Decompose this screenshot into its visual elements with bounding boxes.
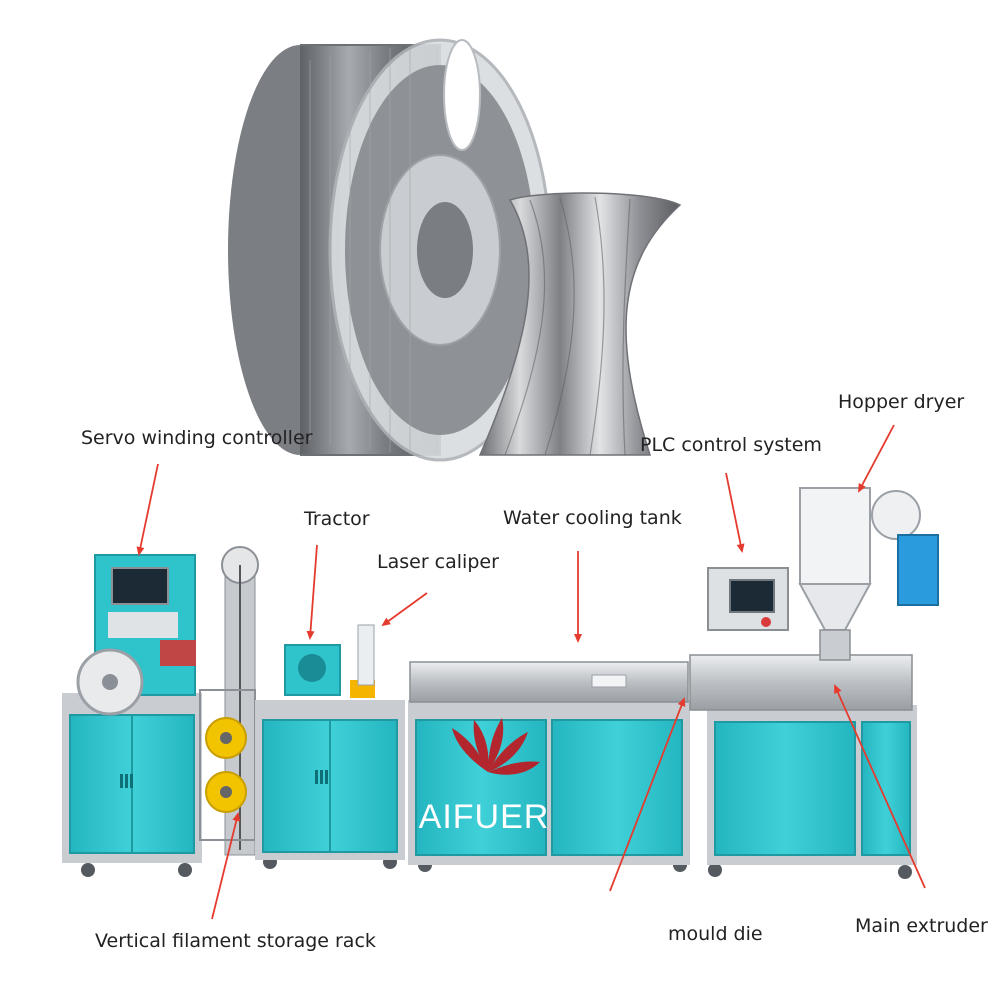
arrow-hopper-dryer xyxy=(858,424,895,493)
label-vertical-filament-storage-rack: Vertical filament storage rack xyxy=(95,930,376,952)
arrow-servo-winding-controller xyxy=(136,463,159,556)
servo-winding-unit xyxy=(62,554,202,863)
label-plc-control-system: PLC control system xyxy=(640,434,822,456)
arrow-main-extruder xyxy=(834,684,926,889)
brand-logo-text: AIFUER xyxy=(419,798,550,836)
vertical-storage-rack xyxy=(199,546,259,856)
label-servo-winding-controller: Servo winding controller xyxy=(81,427,313,449)
filament-spool-image xyxy=(228,38,552,462)
label-tractor: Tractor xyxy=(304,508,370,530)
label-water-cooling-tank: Water cooling tank xyxy=(503,507,682,529)
label-mould-die: mould die xyxy=(668,923,763,945)
arrow-storage-rack xyxy=(211,812,241,920)
printed-vase-image xyxy=(478,192,682,456)
label-main-extruder: Main extruder xyxy=(855,915,988,937)
arrow-mould-die xyxy=(609,697,686,892)
aifuer-fan-logo-icon xyxy=(452,718,540,775)
arrow-laser-caliper xyxy=(381,592,428,627)
extrusion-line-machine: AIFUER xyxy=(62,487,939,879)
pointer-arrows xyxy=(136,424,926,920)
arrow-plc-control-system xyxy=(725,472,745,553)
label-hopper-dryer: Hopper dryer xyxy=(838,391,965,413)
label-laser-caliper: Laser caliper xyxy=(377,551,499,573)
main-extruder-unit xyxy=(689,487,939,865)
water-cooling-tank-unit: AIFUER xyxy=(408,661,690,865)
tractor-cabinet xyxy=(255,624,405,860)
arrow-tractor xyxy=(306,544,318,640)
